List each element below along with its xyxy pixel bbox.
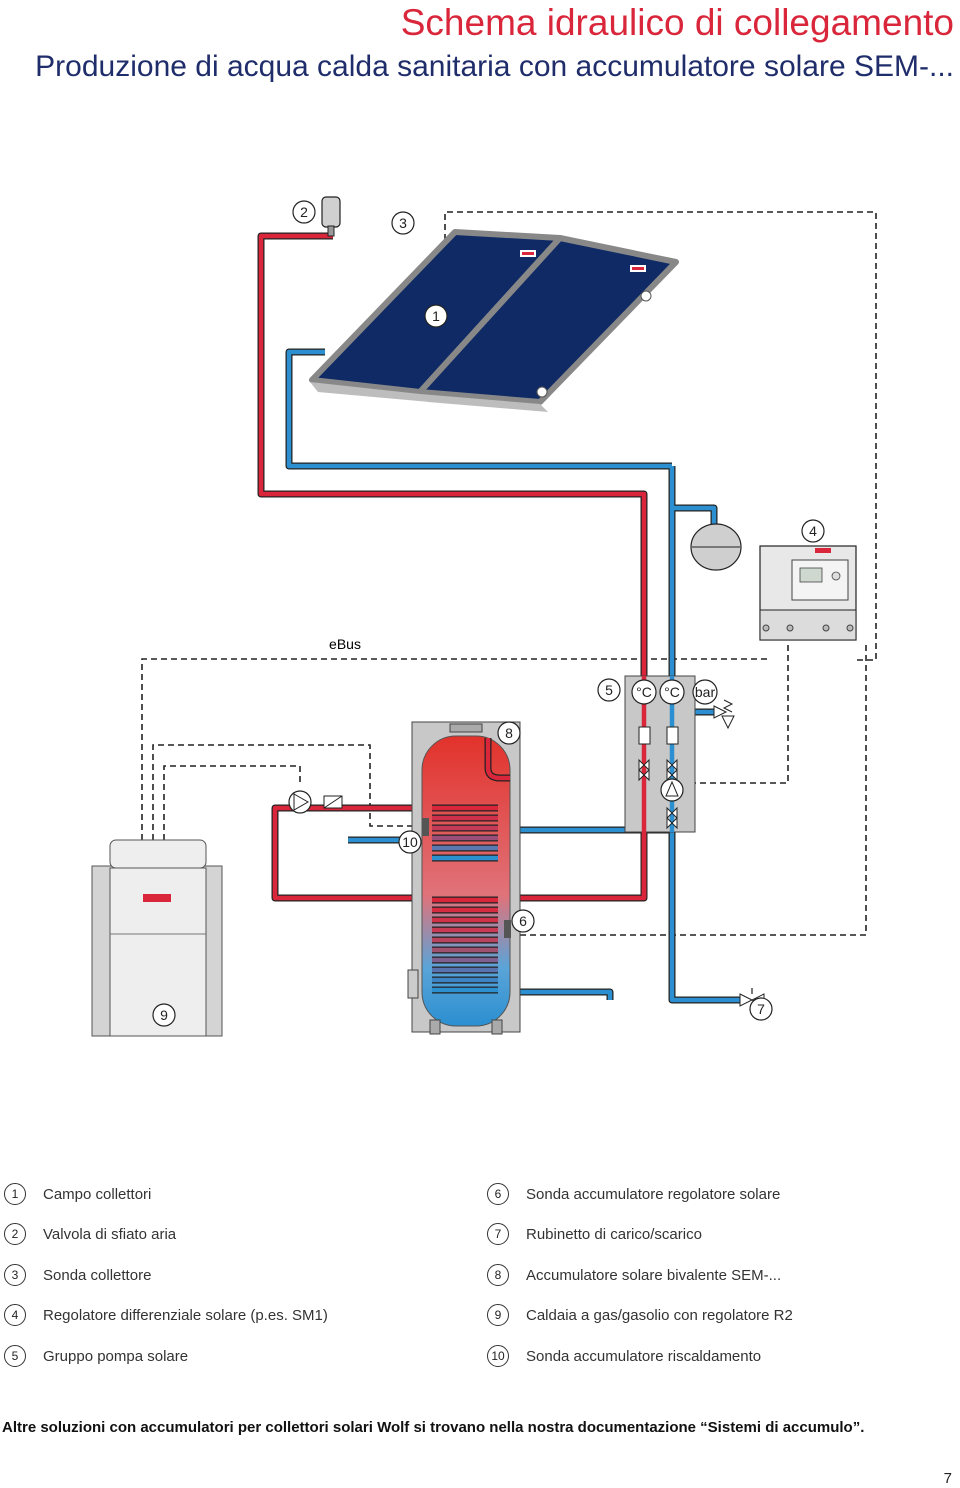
solar-return-riser [669, 466, 740, 1003]
temperature-gauge-2: °C [664, 684, 680, 700]
legend-text: Sonda accumulatore riscaldamento [526, 1347, 762, 1365]
legend-number: 7 [487, 1223, 509, 1245]
legend: 1 Campo collettori 2 Valvola di sfiato a… [0, 1180, 960, 1380]
svg-text:8: 8 [505, 725, 513, 741]
legend-item-5: 5 Gruppo pompa solare [4, 1342, 188, 1370]
legend-text: Gruppo pompa solare [43, 1347, 189, 1365]
marker-10: 10 [398, 830, 422, 854]
marker-7: 7 [749, 997, 773, 1021]
legend-item-4: 4 Regolatore differenziale solare (p.es.… [4, 1301, 328, 1329]
legend-number: 4 [4, 1304, 26, 1326]
legend-item-1: 1 Campo collettori [4, 1180, 151, 1208]
legend-item-3: 3 Sonda collettore [4, 1261, 151, 1289]
cold-water-pipe [510, 989, 613, 1000]
svg-text:5: 5 [605, 682, 613, 698]
ebus-label: eBus [329, 636, 361, 652]
page-title: Schema idraulico di collegamento [400, 2, 954, 43]
air-vent [321, 196, 341, 237]
collector-field [309, 229, 679, 412]
legend-item-10: 10 Sonda accumulatore riscaldamento [487, 1342, 761, 1370]
storage-tank [407, 721, 521, 1035]
boiler-pump-group [288, 790, 343, 814]
legend-text: Campo collettori [43, 1185, 152, 1203]
safety-valve [713, 699, 735, 730]
boiler-flow-pipe [272, 805, 425, 901]
marker-3: 3 [391, 211, 415, 235]
sensor-gauges: °C °C bar [631, 679, 718, 705]
legend-text: Rubinetto di carico/scarico [526, 1225, 702, 1243]
page-subtitle: Produzione di acqua calda sanitaria con … [35, 50, 954, 83]
legend-text: Caldaia a gas/gasolio con regolatore R2 [526, 1306, 793, 1324]
legend-item-8: 8 Accumulatore solare bivalente SEM-... [487, 1261, 781, 1289]
legend-text: Sonda collettore [43, 1266, 152, 1284]
legend-text: Regolatore differenziale solare (p.es. S… [43, 1306, 328, 1324]
pressure-gauge: bar [695, 684, 716, 700]
legend-number: 3 [4, 1264, 26, 1286]
svg-text:2: 2 [300, 204, 308, 220]
expansion-branch [672, 505, 717, 525]
solar-flow-pipe [258, 233, 647, 901]
svg-text:7: 7 [757, 1001, 765, 1017]
legend-number: 8 [487, 1264, 509, 1286]
legend-text: Sonda accumulatore regolatore solare [526, 1185, 781, 1203]
legend-item-9: 9 Caldaia a gas/gasolio con regolatore R… [487, 1301, 793, 1329]
marker-6: 6 [511, 909, 535, 933]
svg-text:4: 4 [809, 523, 817, 539]
svg-text:6: 6 [519, 913, 527, 929]
marker-2: 2 [292, 200, 316, 224]
hydraulic-diagram: eBus °C °C bar [91, 196, 877, 1037]
expansion-vessel [690, 523, 742, 571]
legend-item-2: 2 Valvola di sfiato aria [4, 1220, 176, 1248]
marker-9: 9 [152, 1003, 176, 1027]
legend-number: 6 [487, 1183, 509, 1205]
marker-4: 4 [801, 519, 825, 543]
temperature-gauge-1: °C [636, 684, 652, 700]
legend-item-7: 7 Rubinetto di carico/scarico [487, 1220, 702, 1248]
svg-text:9: 9 [160, 1007, 168, 1023]
footnote: Altre soluzioni con accumulatori per col… [2, 1419, 865, 1436]
marker-1: 1 [424, 304, 448, 328]
legend-item-6: 6 Sonda accumulatore regolatore solare [487, 1180, 780, 1208]
legend-text: Accumulatore solare bivalente SEM-... [526, 1266, 782, 1284]
svg-text:1: 1 [432, 308, 440, 324]
solar-controller [759, 545, 857, 641]
legend-text: Valvola di sfiato aria [43, 1225, 177, 1243]
svg-text:10: 10 [402, 834, 418, 850]
legend-number: 10 [487, 1345, 509, 1367]
page-number: 7 [943, 1470, 952, 1487]
control-wiring [141, 211, 877, 936]
solar-pump-group [624, 675, 696, 898]
legend-number: 9 [487, 1304, 509, 1326]
marker-5: 5 [597, 678, 621, 702]
marker-8: 8 [497, 721, 521, 745]
solar-return-pipe [286, 349, 672, 469]
legend-number: 1 [4, 1183, 26, 1205]
svg-text:3: 3 [399, 215, 407, 231]
legend-number: 5 [4, 1345, 26, 1367]
legend-number: 2 [4, 1223, 26, 1245]
